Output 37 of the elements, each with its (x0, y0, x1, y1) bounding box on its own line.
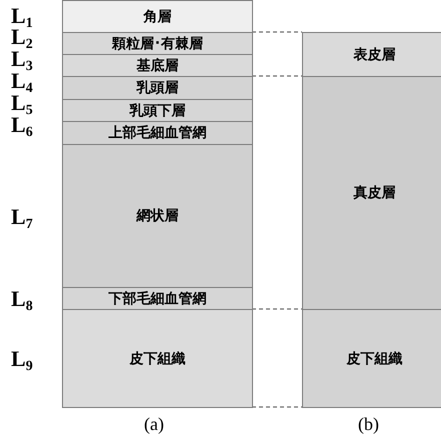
layer-label: L$_{9}$ (11, 348, 33, 370)
layer-box (302, 309, 441, 408)
layer-box (302, 32, 441, 77)
layer-label: L$_{2}$ (11, 26, 33, 48)
dashed-connector (252, 308, 302, 310)
layer-label: L$_{6}$ (11, 114, 33, 136)
layer-label: L$_{5}$ (11, 92, 33, 114)
layer-label: L$_{7}$ (11, 206, 33, 228)
layer-label: L$_{3}$ (11, 48, 33, 70)
layer-name: 真皮層 (354, 184, 396, 202)
layer-box (62, 99, 253, 122)
layer-name: 表皮層 (354, 46, 396, 64)
layer-box (62, 76, 253, 100)
dashed-connector (252, 406, 302, 408)
layer-name: 角層 (144, 8, 172, 26)
layer-name: 上部毛細血管網 (108, 124, 206, 142)
layer-box (62, 121, 253, 145)
layer-box (62, 0, 253, 33)
layer-box (302, 76, 441, 310)
panel-label: (b) (358, 414, 379, 434)
layer-box (62, 287, 253, 310)
layer-label: L$_{1}$ (11, 5, 33, 27)
layer-name: 網状層 (136, 207, 178, 225)
layer-box (62, 54, 253, 77)
layer-name: 顆粒層･有棘層 (112, 34, 203, 52)
layer-name: 皮下組織 (130, 350, 186, 368)
layer-name: 皮下組織 (346, 350, 402, 368)
layer-label: L$_{4}$ (11, 70, 33, 92)
panel-label: (a) (144, 414, 164, 434)
layer-box (62, 32, 253, 55)
layer-name: 基底層 (136, 56, 178, 74)
layer-box (62, 144, 253, 288)
layer-name: 乳頭層 (136, 79, 178, 97)
layer-label: L$_{8}$ (11, 288, 33, 310)
layer-name: 乳頭下層 (130, 102, 186, 120)
layer-box (62, 309, 253, 408)
layer-name: 下部毛細血管網 (108, 290, 206, 308)
